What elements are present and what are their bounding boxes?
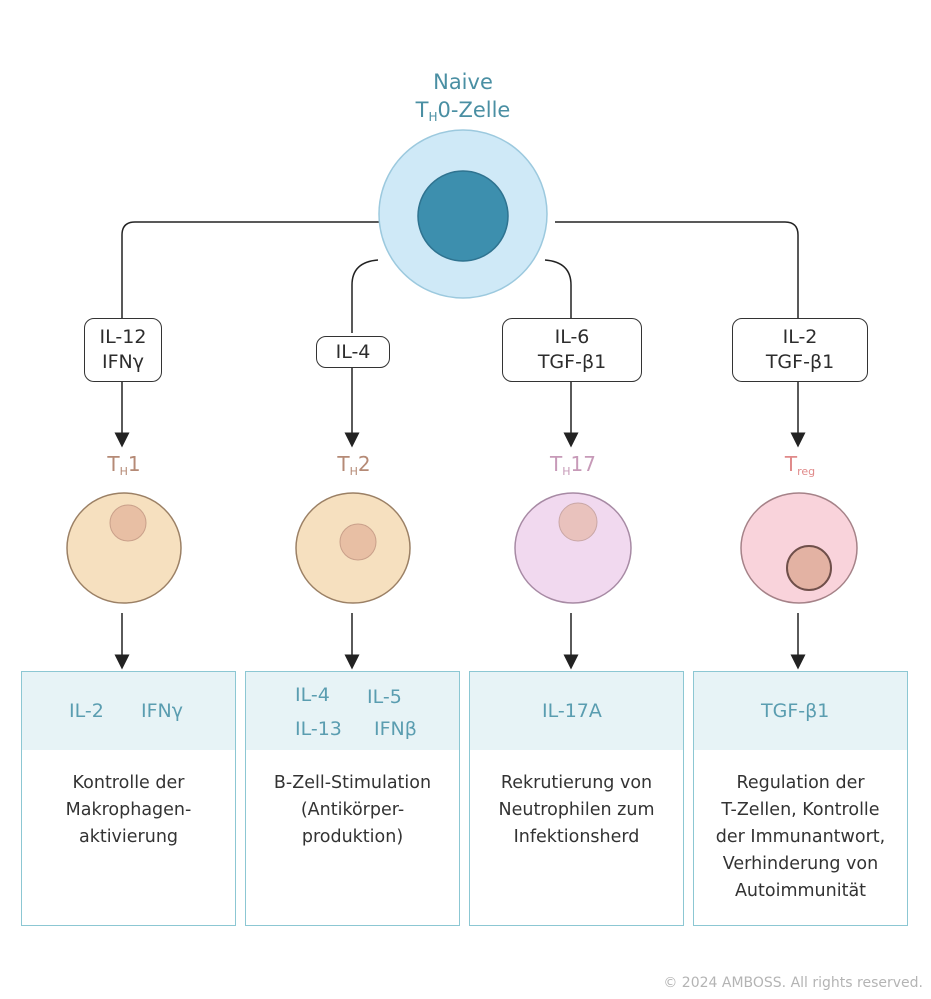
cytokine-label: IFNγ (141, 700, 183, 722)
card-treg: TGF-β1 Regulation der T-Zellen, Kontroll… (693, 671, 908, 926)
card-function: Kontrolle der Makrophagen- aktivierung (22, 750, 235, 851)
arrows-to-cells (114, 368, 806, 448)
card-cytokines: IL-4 IL-5 IL-13 IFNβ (246, 672, 459, 750)
card-th1: IL-2 IFNγ Kontrolle der Makrophagen- akt… (21, 671, 236, 926)
function-line: Kontrolle der (72, 773, 185, 793)
inducer-label: IFNγ (102, 351, 144, 373)
cell-label-sub: H (562, 465, 571, 478)
function-line: Regulation der (736, 773, 865, 793)
th2-cell (295, 492, 411, 604)
arrows-to-cards (114, 613, 806, 670)
function-line: produktion) (301, 827, 404, 847)
cell-label-th2: TH2 (294, 452, 414, 484)
function-line: Makrophagen- (65, 800, 192, 820)
function-line: Autoimmunität (734, 881, 867, 901)
cell-label-rest: 2 (357, 452, 371, 476)
inducer-label: IL-2 (782, 326, 818, 348)
copyright-notice: © 2024 AMBOSS. All rights reserved. (663, 975, 923, 991)
naive-title-sub: H (428, 110, 438, 124)
function-line: aktivierung (78, 827, 179, 847)
naive-title-rest: 0-Zelle (437, 98, 511, 122)
cytokine-label: TGF-β1 (761, 700, 830, 722)
th17-cell (514, 492, 632, 604)
th1-nucleus (109, 504, 147, 542)
connector-th2 (351, 259, 379, 333)
cell-label-rest: 1 (127, 452, 141, 476)
cell-label-T: T (337, 452, 350, 476)
naive-title-line1: Naive (433, 70, 493, 94)
cytokine-label: IL-17A (542, 700, 602, 722)
card-function: Rekrutierung von Neutrophilen zum Infekt… (470, 750, 683, 851)
cell-label-sub: H (349, 465, 358, 478)
naive-title-line2: TH0-Zelle (363, 96, 563, 131)
naive-cell-title: Naive TH0-Zelle (363, 68, 563, 131)
treg-nucleus (786, 545, 832, 591)
connector-treg (555, 221, 799, 318)
card-cytokines: TGF-β1 (694, 672, 907, 750)
function-line: Verhinderung von (722, 854, 879, 874)
function-line: B-Zell-Stimulation (273, 773, 432, 793)
naive-cell-nucleus (417, 170, 509, 262)
inducer-label: TGF-β1 (537, 351, 607, 373)
function-line: T-Zellen, Kontrolle (721, 800, 880, 820)
function-line: der Immunantwort, (715, 827, 886, 847)
cell-label-th17: TH17 (513, 452, 633, 484)
card-cytokines: IL-17A (470, 672, 683, 750)
cytokine-label: IL-2 (69, 700, 104, 722)
inducer-label: TGF-β1 (765, 351, 835, 373)
naive-title-T: T (415, 98, 429, 122)
naive-cell (378, 129, 548, 299)
cell-label-T: T (107, 452, 120, 476)
cytokine-label: IFNβ (374, 718, 417, 740)
function-line: (Antikörper- (300, 800, 405, 820)
function-line: Infektionsherd (513, 827, 640, 847)
card-th17: IL-17A Rekrutierung von Neutrophilen zum… (469, 671, 684, 926)
cytokine-label: IL-13 (295, 718, 342, 740)
cell-label-sub: reg (797, 465, 816, 478)
cell-label-treg: Treg (740, 452, 860, 484)
connector-th1 (121, 221, 385, 318)
treg-cell (740, 492, 858, 604)
inducer-box-th2: IL-4 (316, 336, 390, 368)
th17-nucleus (558, 502, 598, 542)
cytokine-label: IL-4 (295, 684, 330, 706)
inducer-label: IL-4 (335, 340, 371, 363)
cytokine-label: IL-5 (367, 686, 402, 708)
card-function: B-Zell-Stimulation (Antikörper- produkti… (246, 750, 459, 851)
function-line: Rekrutierung von (500, 773, 653, 793)
cell-label-rest: 17 (570, 452, 596, 476)
inducer-label: IL-6 (554, 326, 590, 348)
cell-label-T: T (784, 452, 798, 476)
th2-nucleus (339, 523, 377, 561)
card-function: Regulation der T-Zellen, Kontrolle der I… (694, 750, 907, 905)
connectors (121, 221, 799, 333)
inducer-box-th1: IL-12 IFNγ (84, 318, 162, 382)
th1-cell (66, 492, 182, 604)
connector-th17 (544, 259, 572, 318)
function-line: Neutrophilen zum (498, 800, 655, 820)
cell-label-th1: TH1 (64, 452, 184, 484)
cell-label-sub: H (119, 465, 128, 478)
card-cytokines: IL-2 IFNγ (22, 672, 235, 750)
cell-label-T: T (550, 452, 563, 476)
card-th2: IL-4 IL-5 IL-13 IFNβ B-Zell-Stimulation … (245, 671, 460, 926)
inducer-box-th17: IL-6 TGF-β1 (502, 318, 642, 382)
inducer-box-treg: IL-2 TGF-β1 (732, 318, 868, 382)
inducer-label: IL-12 (99, 326, 147, 348)
